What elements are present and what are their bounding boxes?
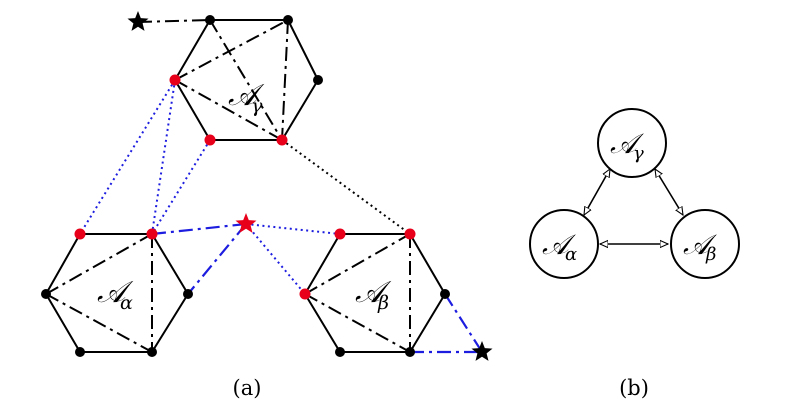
hexagon-alpha-diagonals [45, 233, 153, 353]
black-star-top [127, 11, 149, 31]
arrow-gamma-alpha [583, 169, 611, 215]
hexagon-beta-diagonals [304, 233, 411, 353]
black-dotted-link [281, 139, 411, 235]
arrow-gamma-beta [655, 169, 683, 215]
node-alpha-sub: α [565, 244, 577, 265]
red-star-center [235, 213, 257, 233]
caption-b: (b) [619, 376, 649, 400]
node-alpha: 𝒜 α [529, 209, 599, 279]
blue-dashdot-links [151, 222, 483, 354]
label-beta-sub: β [377, 292, 389, 314]
red-vertices [74, 74, 416, 300]
node-beta: 𝒜 β [670, 209, 740, 279]
double-arrows [583, 169, 683, 244]
label-gamma-sub: γ [251, 95, 263, 117]
label-alpha: 𝒜 α [97, 275, 134, 314]
label-gamma: 𝒜 γ [228, 78, 265, 117]
node-gamma: 𝒜 γ [597, 108, 667, 178]
black-vertices [41, 15, 450, 357]
label-alpha-sub: α [120, 292, 133, 314]
node-gamma-sub: γ [633, 143, 644, 164]
caption-a: (a) [233, 376, 262, 400]
blue-dotted-links [79, 79, 341, 295]
label-beta: 𝒜 β [355, 275, 392, 314]
black-star-bottom [471, 341, 493, 361]
hexagon-gamma-diagonals [137, 19, 289, 141]
panel-b: 𝒜 γ 𝒜 α 𝒜 β (b) [529, 108, 740, 400]
node-beta-sub: β [705, 244, 716, 265]
panel-a: 𝒜 γ 𝒜 α 𝒜 β (a) [41, 11, 493, 400]
